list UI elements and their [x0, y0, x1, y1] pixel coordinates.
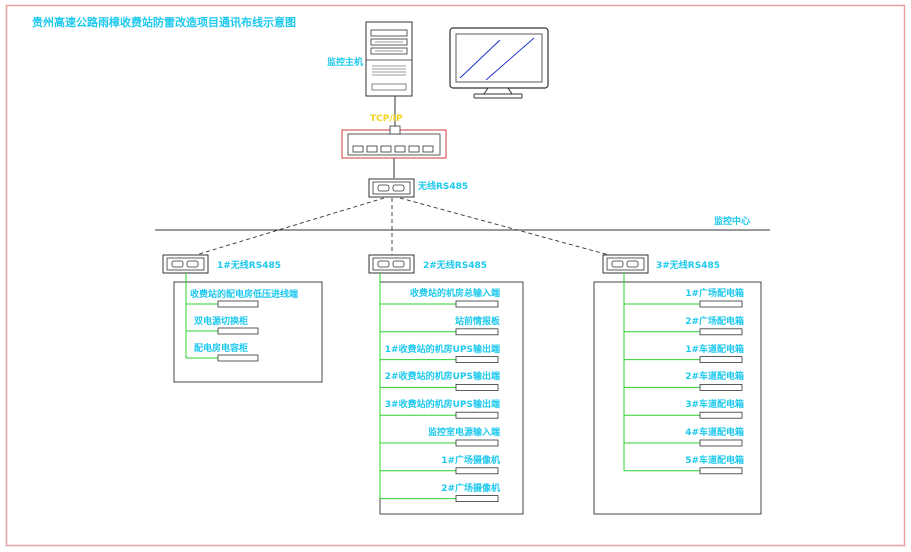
- endpoint-label: 1#广场配电箱: [685, 289, 744, 299]
- group-3-container: [593, 281, 762, 515]
- switch-port-icon: [366, 145, 378, 153]
- endpoint-label: 5#车道配电箱: [685, 455, 744, 466]
- endpoint-label: 4#车道配电箱: [685, 428, 744, 438]
- endpoint-box: [455, 411, 499, 419]
- endpoint-label: 收费站的配电房低压进线端: [190, 290, 299, 300]
- endpoint-box: [455, 356, 499, 364]
- host-label: 监控主机: [327, 58, 364, 68]
- main-wireless-label: 无线RS485: [418, 182, 469, 192]
- computer-tower-icon: [365, 21, 413, 97]
- group-1-wireless-rs485-icon: [162, 254, 209, 274]
- group-1-label: 1#无线RS485: [217, 261, 282, 271]
- endpoint-label: 2#车道配电箱: [685, 372, 744, 383]
- endpoint-box: [699, 439, 743, 447]
- endpoint-label: 双电源切换柜: [194, 317, 249, 327]
- wireless-link-1: [185, 197, 385, 259]
- endpoint-label: 监控室电源输入端: [427, 428, 500, 438]
- endpoint-box: [455, 467, 499, 475]
- endpoint-box: [455, 495, 499, 503]
- group-3-label: 3#无线RS485: [656, 261, 721, 271]
- endpoint-label: 1#收费站的机房UPS输出端: [384, 344, 500, 355]
- group-2-label: 2#无线RS485: [423, 261, 488, 271]
- endpoint-label: 收费站的机房总输入端: [409, 289, 500, 299]
- endpoint-label: 1#广场摄像机: [441, 455, 500, 466]
- endpoint-box: [699, 328, 743, 336]
- endpoint-box: [455, 328, 499, 336]
- endpoint-box: [699, 356, 743, 364]
- wireless-link-3: [399, 197, 621, 259]
- endpoint-box: [455, 300, 499, 308]
- endpoint-label: 站前情报板: [454, 316, 500, 327]
- main-wireless-rs485-icon: [368, 178, 415, 198]
- endpoint-label: 2#广场配电箱: [685, 316, 744, 327]
- monitor-icon: [449, 27, 549, 99]
- switch-port-icon: [408, 145, 420, 153]
- endpoint-box: [217, 327, 259, 335]
- network-switch-icon: [341, 125, 447, 159]
- endpoint-label: 3#车道配电箱: [685, 400, 744, 411]
- switch-port-icon: [422, 145, 434, 153]
- endpoint-label: 配电房电容柜: [194, 344, 249, 354]
- switch-port-icon: [352, 145, 364, 153]
- endpoint-label: 2#广场摄像机: [441, 483, 500, 494]
- endpoint-label: 2#收费站的机房UPS输出端: [384, 372, 500, 383]
- endpoint-label: 3#收费站的机房UPS输出端: [384, 400, 500, 411]
- monitor-center-label: 监控中心: [714, 217, 751, 227]
- endpoint-box: [699, 467, 743, 475]
- tcpip-label: TCP/IP: [370, 114, 403, 124]
- group-3-wireless-rs485-icon: [602, 254, 649, 274]
- endpoint-box: [699, 300, 743, 308]
- endpoint-label: 1#车道配电箱: [685, 344, 744, 355]
- switch-port-icon: [380, 145, 392, 153]
- endpoint-box: [699, 383, 743, 391]
- switch-port-icon: [394, 145, 406, 153]
- outer-frame: [5, 4, 906, 547]
- endpoint-box: [455, 439, 499, 447]
- group-2-wireless-rs485-icon: [368, 254, 415, 274]
- endpoint-box: [217, 300, 259, 308]
- group-2-container: [379, 281, 524, 515]
- endpoint-box: [217, 354, 259, 362]
- endpoint-box: [455, 383, 499, 391]
- diagram-title: 贵州高速公路雨樟收费站防雷改造项目通讯布线示意图: [32, 16, 296, 29]
- endpoint-box: [699, 411, 743, 419]
